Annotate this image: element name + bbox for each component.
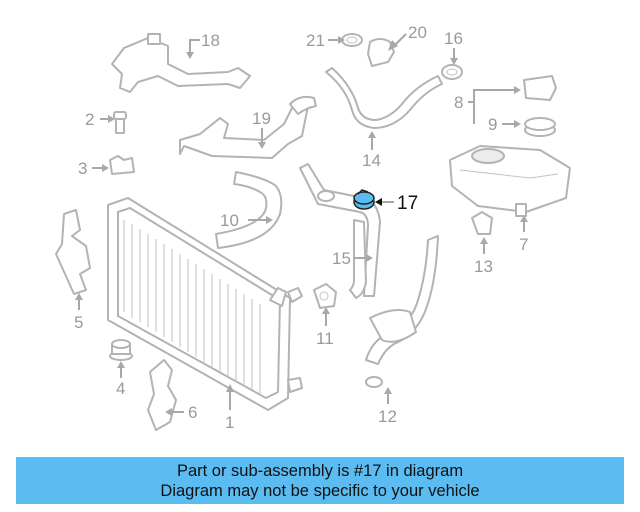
- callout-7: 7: [519, 235, 528, 254]
- callout-1: 1: [225, 413, 234, 432]
- callout-21: 21: [306, 31, 325, 50]
- callout-9: 9: [488, 115, 497, 134]
- callout-19: 19: [252, 109, 271, 128]
- callout-16: 16: [444, 29, 463, 48]
- callout-labels: 1 2 3 4 5 6 7 8 9 10 11 12 13 14 15 16 1…: [74, 23, 528, 432]
- banner-line-2: Diagram may not be specific to your vehi…: [160, 482, 480, 500]
- expansion-tank-part-7: [449, 145, 571, 217]
- callout-14: 14: [362, 151, 381, 170]
- callout-18: 18: [201, 31, 220, 50]
- pipe-part-15: [299, 163, 381, 299]
- bracket-part-6: [147, 359, 177, 431]
- leader-lines: [75, 33, 528, 416]
- grommet-part-4: [109, 339, 133, 361]
- hose-part-20: [367, 38, 395, 67]
- clamp-part-16: [441, 64, 463, 80]
- callout-8: 8: [454, 93, 463, 112]
- callout-15: 15: [332, 249, 351, 268]
- callout-13: 13: [474, 257, 493, 276]
- hose-part-12: [365, 235, 439, 388]
- callout-4: 4: [116, 379, 125, 398]
- pipe-part-14: [325, 67, 443, 129]
- callout-5: 5: [74, 313, 83, 332]
- bolt-part-2: [113, 111, 127, 134]
- callout-3: 3: [78, 159, 87, 178]
- callout-12: 12: [378, 407, 397, 426]
- housing-part-18: [111, 33, 251, 93]
- callout-2: 2: [85, 110, 94, 129]
- callout-20: 20: [408, 23, 427, 42]
- callout-11: 11: [316, 329, 334, 348]
- mount-part-3: [109, 155, 135, 175]
- cap-part-8: [523, 75, 557, 101]
- seal-part-9: [524, 117, 556, 137]
- clamp-part-17-highlighted: [353, 189, 375, 210]
- callout-6: 6: [188, 403, 197, 422]
- hose-part-10: [215, 171, 283, 249]
- callout-17-highlighted: 17: [397, 193, 418, 214]
- clip-part-13: [471, 211, 493, 235]
- pipe-part-19: [179, 95, 317, 159]
- parts-diagram: 1 2 3 4 5 6 7 8 9 10 11 12 13 14 15 16 1…: [55, 23, 571, 432]
- radiator-part-1: [107, 197, 303, 411]
- bracket-part-5: [55, 209, 91, 295]
- clamp-part-11: [313, 283, 337, 309]
- info-banner: Part or sub-assembly is #17 in diagram D…: [16, 457, 624, 504]
- callout-10: 10: [220, 211, 239, 230]
- banner-line-1: Part or sub-assembly is #17 in diagram: [176, 462, 464, 480]
